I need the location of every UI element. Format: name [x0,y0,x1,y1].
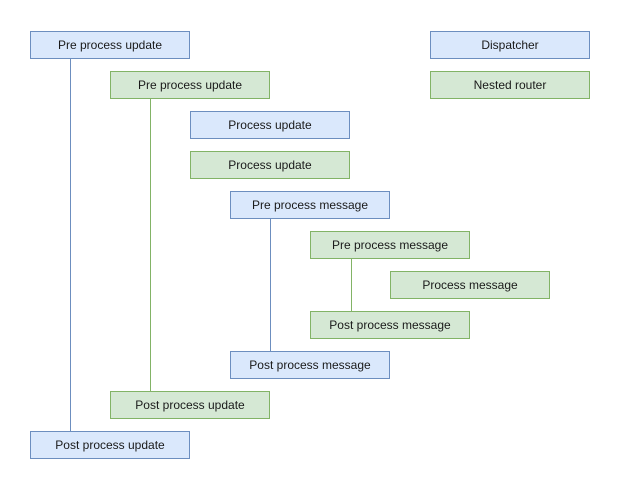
edge-dispatcher-message-span [270,219,271,351]
edge-dispatcher-update-span [70,59,71,431]
node-process-update-nested[interactable]: Process update [190,151,350,179]
node-process-update-dispatcher[interactable]: Process update [190,111,350,139]
node-pre-process-update-dispatcher[interactable]: Pre process update [30,31,190,59]
edge-nested-update-span [150,99,151,391]
node-pre-process-message-nested[interactable]: Pre process message [310,231,470,259]
node-pre-process-message-dispatcher[interactable]: Pre process message [230,191,390,219]
node-process-message-nested[interactable]: Process message [390,271,550,299]
node-post-process-update-dispatcher[interactable]: Post process update [30,431,190,459]
node-pre-process-update-nested[interactable]: Pre process update [110,71,270,99]
legend-item-nested-router: Nested router [430,71,590,99]
edge-nested-message-span [351,259,352,311]
node-post-process-update-nested[interactable]: Post process update [110,391,270,419]
node-post-process-message-dispatcher[interactable]: Post process message [230,351,390,379]
node-post-process-message-nested[interactable]: Post process message [310,311,470,339]
legend-item-dispatcher: Dispatcher [430,31,590,59]
